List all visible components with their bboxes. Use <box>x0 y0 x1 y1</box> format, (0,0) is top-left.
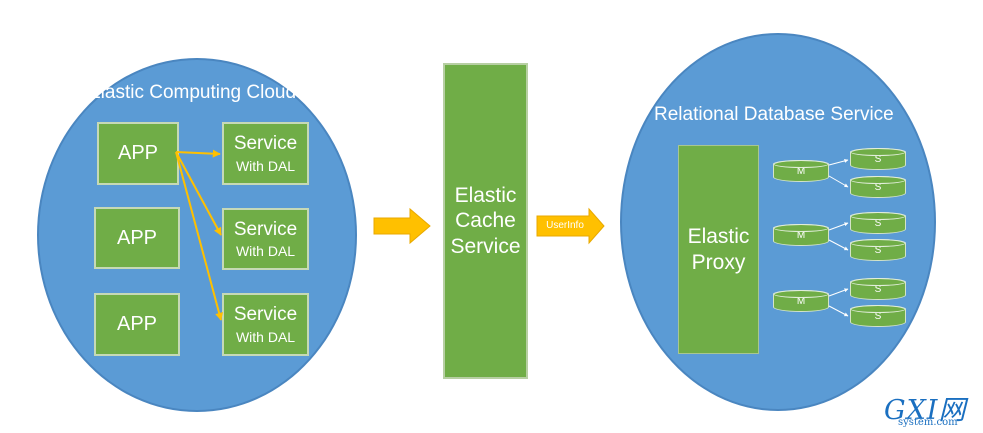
proxy-label-line: Elastic <box>687 225 750 249</box>
app-box-1: APP <box>97 122 179 185</box>
elastic-proxy-box: Elastic Proxy <box>678 145 759 354</box>
app-to-service-2-connector <box>175 151 222 236</box>
slave-db-1a: S <box>850 148 906 170</box>
slave-db-1b: S <box>850 176 906 198</box>
db-label: S <box>874 244 882 256</box>
db-label: S <box>874 217 882 229</box>
app-box-2: APP <box>94 207 180 269</box>
db-label: M <box>796 229 806 241</box>
master-db-3: M <box>773 290 829 312</box>
db-label: M <box>796 165 806 177</box>
slave-db-2a: S <box>850 212 906 234</box>
app-box-3: APP <box>94 293 180 356</box>
master-to-slave-connector <box>828 288 849 297</box>
rds-cloud-title: Relational Database Service <box>654 104 894 125</box>
watermark-logo: GXI网 system.com <box>884 388 980 430</box>
master-to-slave-connector <box>828 222 849 231</box>
userinfo-arrow <box>536 207 605 245</box>
cache-service-box: Elastic Cache Service <box>443 63 528 379</box>
ec2-to-cache-arrow <box>373 207 431 245</box>
cache-label-line: Service <box>450 234 521 258</box>
slave-db-2b: S <box>850 239 906 261</box>
db-label: S <box>874 310 882 322</box>
slave-db-3a: S <box>850 278 906 300</box>
logo-main-text: GXI网 <box>884 395 967 426</box>
service-box-2: Service With DAL <box>222 208 309 270</box>
app-to-service-3-connector <box>175 151 224 321</box>
service-box-3: Service With DAL <box>222 293 309 356</box>
service-title: Service <box>233 304 298 326</box>
logo-sub-text: system.com <box>898 417 958 428</box>
service-title: Service <box>233 133 298 155</box>
master-db-2: M <box>773 224 829 246</box>
master-to-slave-connector <box>828 175 849 188</box>
userinfo-label: UserInfo <box>546 220 584 231</box>
app-label: APP <box>117 142 159 164</box>
db-label: S <box>874 153 882 165</box>
master-db-1: M <box>773 160 829 182</box>
cache-label-line: Cache <box>455 209 516 233</box>
master-to-slave-connector <box>828 239 849 251</box>
app-label: APP <box>116 313 158 335</box>
service-subtitle: With DAL <box>235 243 296 260</box>
service-title: Service <box>233 218 298 240</box>
app-to-service-1-connector <box>175 149 221 158</box>
db-label: S <box>874 181 882 193</box>
service-subtitle: With DAL <box>235 328 296 345</box>
ec2-cloud-title: Elastic Computing Cloud <box>88 82 297 103</box>
db-label: M <box>796 295 806 307</box>
service-subtitle: With DAL <box>235 157 296 174</box>
proxy-label-line: Proxy <box>691 250 746 274</box>
master-to-slave-connector <box>828 158 849 166</box>
cache-label-line: Elastic <box>454 184 517 208</box>
db-label: S <box>874 283 882 295</box>
slave-db-3b: S <box>850 305 906 327</box>
app-label: APP <box>116 226 158 249</box>
service-box-1: Service With DAL <box>222 122 309 185</box>
master-to-slave-connector <box>828 305 849 317</box>
